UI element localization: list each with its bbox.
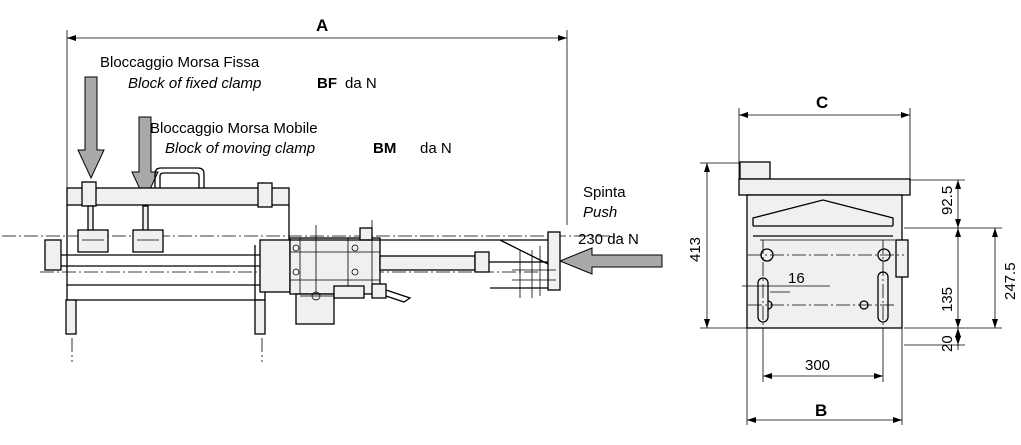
moving-clamp-annotation: Bloccaggio Morsa Mobile Block of moving … (150, 120, 452, 157)
moving-clamp-label-it: Bloccaggio Morsa Mobile (150, 120, 318, 137)
front-view: C 16 413 (687, 93, 1019, 425)
dimension-247-5-label: 247.5 (1002, 262, 1019, 300)
fixed-clamp-label-en: Block of fixed clamp (128, 75, 261, 92)
fixed-clamp-unit: da N (345, 75, 377, 92)
dimension-a: A (66, 16, 568, 225)
push-value: 230 da N (578, 231, 639, 248)
fixed-clamp-code: BF (317, 75, 337, 92)
moving-clamp-arrow-icon (131, 116, 159, 202)
dimension-16-label: 16 (788, 270, 805, 287)
dimension-135-label: 135 (939, 287, 956, 312)
dimension-c-label: C (816, 93, 828, 112)
dimension-413-label: 413 (687, 237, 704, 262)
fixed-clamp-label-it: Bloccaggio Morsa Fissa (100, 54, 260, 71)
moving-clamp-label-en: Block of moving clamp (165, 140, 315, 157)
moving-clamp-unit: da N (420, 140, 452, 157)
dimension-92-5-label: 92.5 (939, 186, 956, 215)
push-annotation: Spinta Push 230 da N (578, 184, 639, 248)
dimension-20-label: 20 (939, 335, 956, 352)
dimension-300-label: 300 (805, 357, 830, 374)
dimension-b-label: B (815, 401, 827, 420)
push-arrow-icon (558, 247, 663, 275)
push-label-it: Spinta (583, 184, 626, 201)
dimension-a-label: A (316, 16, 328, 35)
push-label-en: Push (583, 204, 617, 221)
fixed-clamp-arrow-icon (77, 76, 105, 180)
side-view (2, 167, 620, 362)
fixed-clamp-annotation: Bloccaggio Morsa Fissa Block of fixed cl… (100, 54, 377, 92)
moving-clamp-code: BM (373, 140, 396, 157)
